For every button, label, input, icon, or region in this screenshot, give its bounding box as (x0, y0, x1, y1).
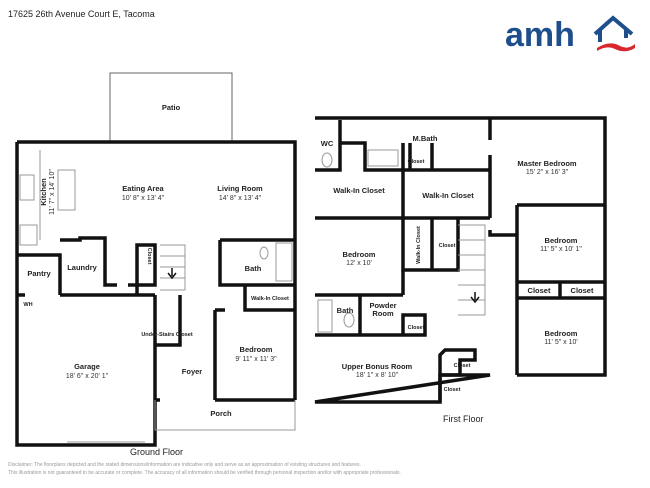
logo-text: amh (505, 16, 575, 54)
room-eating-area-dims: 10' 8" x 13' 4" (122, 195, 165, 202)
room-walk-in-closet-3: Walk-In Closet (416, 226, 422, 264)
first-floor-label: First Floor (443, 414, 484, 424)
room-bedroom-1: Bedroom (343, 250, 376, 259)
room-patio: Patio (162, 103, 181, 112)
stairs-down-arrow-icon (470, 292, 480, 304)
ground-floor-walls (15, 72, 297, 447)
room-bath: Bath (245, 264, 262, 273)
first-floor-walls (314, 116, 607, 404)
room-master-bath: M.Bath (413, 134, 438, 143)
room-walk-in-closet-2: Walk-In Closet (422, 191, 474, 200)
swoosh-icon (597, 43, 635, 52)
room-eating-area: Eating Area (122, 184, 164, 193)
room-bedroom-2-dims: 11' 5" x 10' 1" (540, 246, 582, 253)
stairs-down-arrow-icon (167, 268, 177, 280)
room-laundry: Laundry (67, 263, 97, 272)
room-bedroom-3: Bedroom (545, 329, 578, 338)
room-living-dims: 14' 8" x 13' 4" (219, 195, 262, 202)
room-upper-bonus-dims: 18' 1" x 8' 10" (356, 372, 399, 379)
room-closet-a: Closet (528, 286, 551, 295)
room-closet-d: Closet (444, 387, 461, 393)
room-powder-2: Room (372, 309, 394, 318)
room-porch: Porch (210, 409, 232, 418)
room-powder: Powder (369, 301, 396, 310)
ground-floor-label: Ground Floor (130, 447, 184, 457)
room-garage: Garage (74, 362, 100, 371)
room-water-heater: WH (23, 302, 32, 308)
ground-floor-fixtures (19, 150, 296, 443)
room-upper-bonus: Upper Bonus Room (342, 362, 413, 371)
room-closet-mid: Closet (439, 243, 456, 249)
room-bath-upper: Bath (337, 306, 354, 315)
room-master-bedroom-dims: 15' 2" x 16' 3" (526, 169, 569, 176)
room-bedroom-dims: 9' 11" x 11' 3" (235, 356, 277, 363)
room-living: Living Room (217, 184, 263, 193)
house-icon (593, 15, 634, 42)
room-closet-c: Closet (454, 363, 471, 369)
disclaimer-line-2: This illustration is not guaranteed to b… (8, 470, 401, 476)
property-address: 17625 26th Avenue Court E, Tacoma (8, 9, 155, 19)
first-floor-fixtures (317, 149, 486, 333)
disclaimer-line-1: Disclaimer: The floorplans depicted and … (8, 462, 361, 468)
room-garage-dims: 18' 6" x 20' 1" (66, 373, 109, 380)
room-walk-in-closet-1: Walk-In Closet (333, 186, 385, 195)
room-closet: Closet (146, 248, 152, 265)
amh-logo: amh (505, 15, 635, 54)
room-closet-b: Closet (571, 286, 594, 295)
room-bedroom-1-dims: 12' x 10' (346, 260, 372, 267)
room-bedroom-3-dims: 11' 5" x 10' (544, 339, 577, 346)
room-bedroom-2: Bedroom (545, 236, 578, 245)
room-walk-in-closet: Walk-In Closet (251, 296, 289, 302)
room-master-bath-closet: Closet (408, 159, 425, 165)
room-powder-closet: Closet (408, 325, 425, 331)
room-under-stairs-closet: Under-Stairs Closet (141, 332, 193, 338)
room-kitchen-dims: 11' 7" x 14' 10" (49, 169, 56, 215)
room-pantry: Pantry (27, 269, 51, 278)
room-foyer: Foyer (182, 367, 203, 376)
room-kitchen: Kitchen (39, 178, 48, 206)
room-bedroom: Bedroom (240, 345, 273, 354)
room-wc: WC (321, 139, 334, 148)
room-master-bedroom: Master Bedroom (517, 159, 577, 168)
